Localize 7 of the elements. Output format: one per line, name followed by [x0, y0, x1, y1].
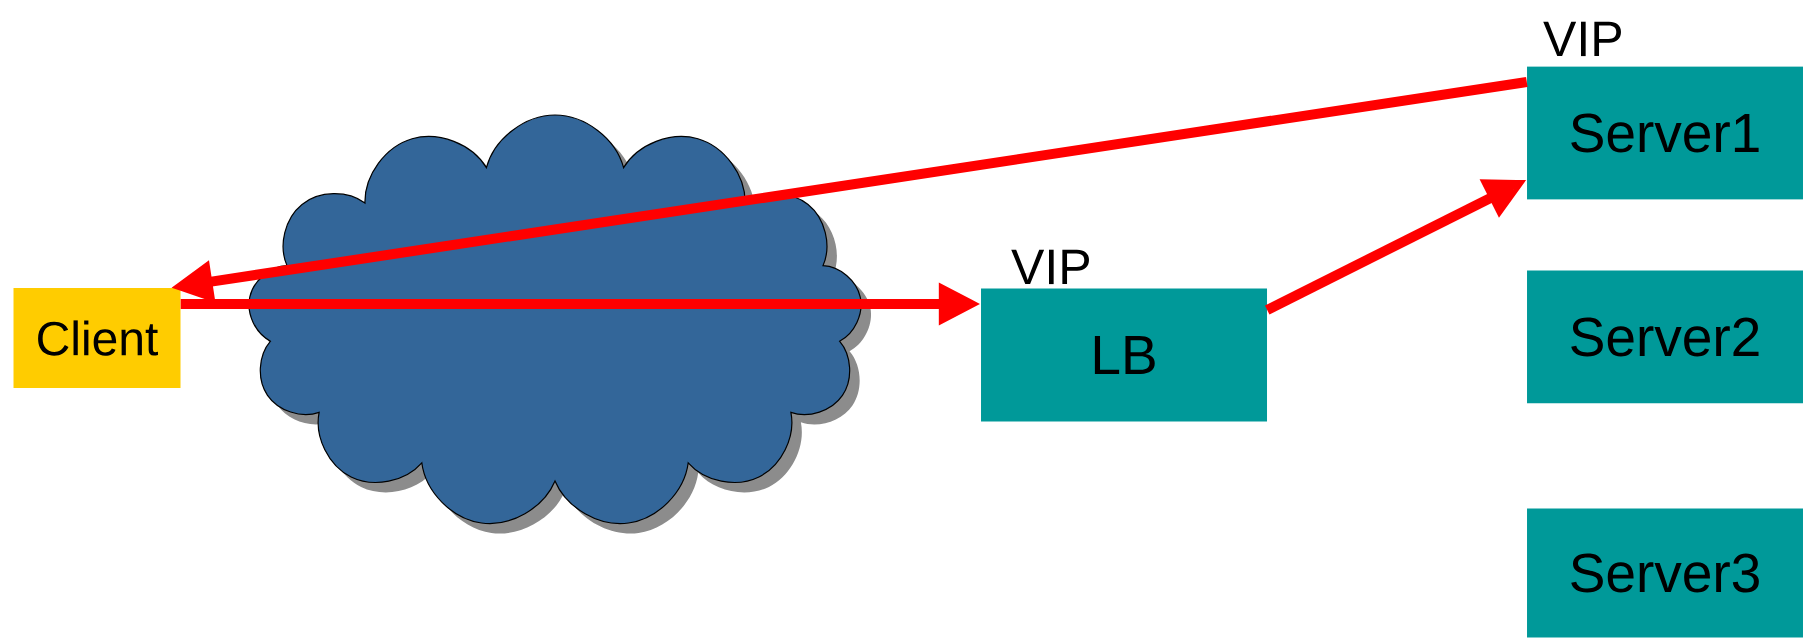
server-box: Server3: [1527, 508, 1803, 638]
vip-label: VIP: [1011, 249, 1089, 285]
server-box: Server2: [1527, 270, 1803, 404]
client-box: Client: [13, 288, 181, 388]
vip-label: VIP: [1543, 21, 1621, 57]
load-balancer-box: LB: [981, 288, 1267, 422]
server-box: Server1: [1527, 66, 1803, 200]
